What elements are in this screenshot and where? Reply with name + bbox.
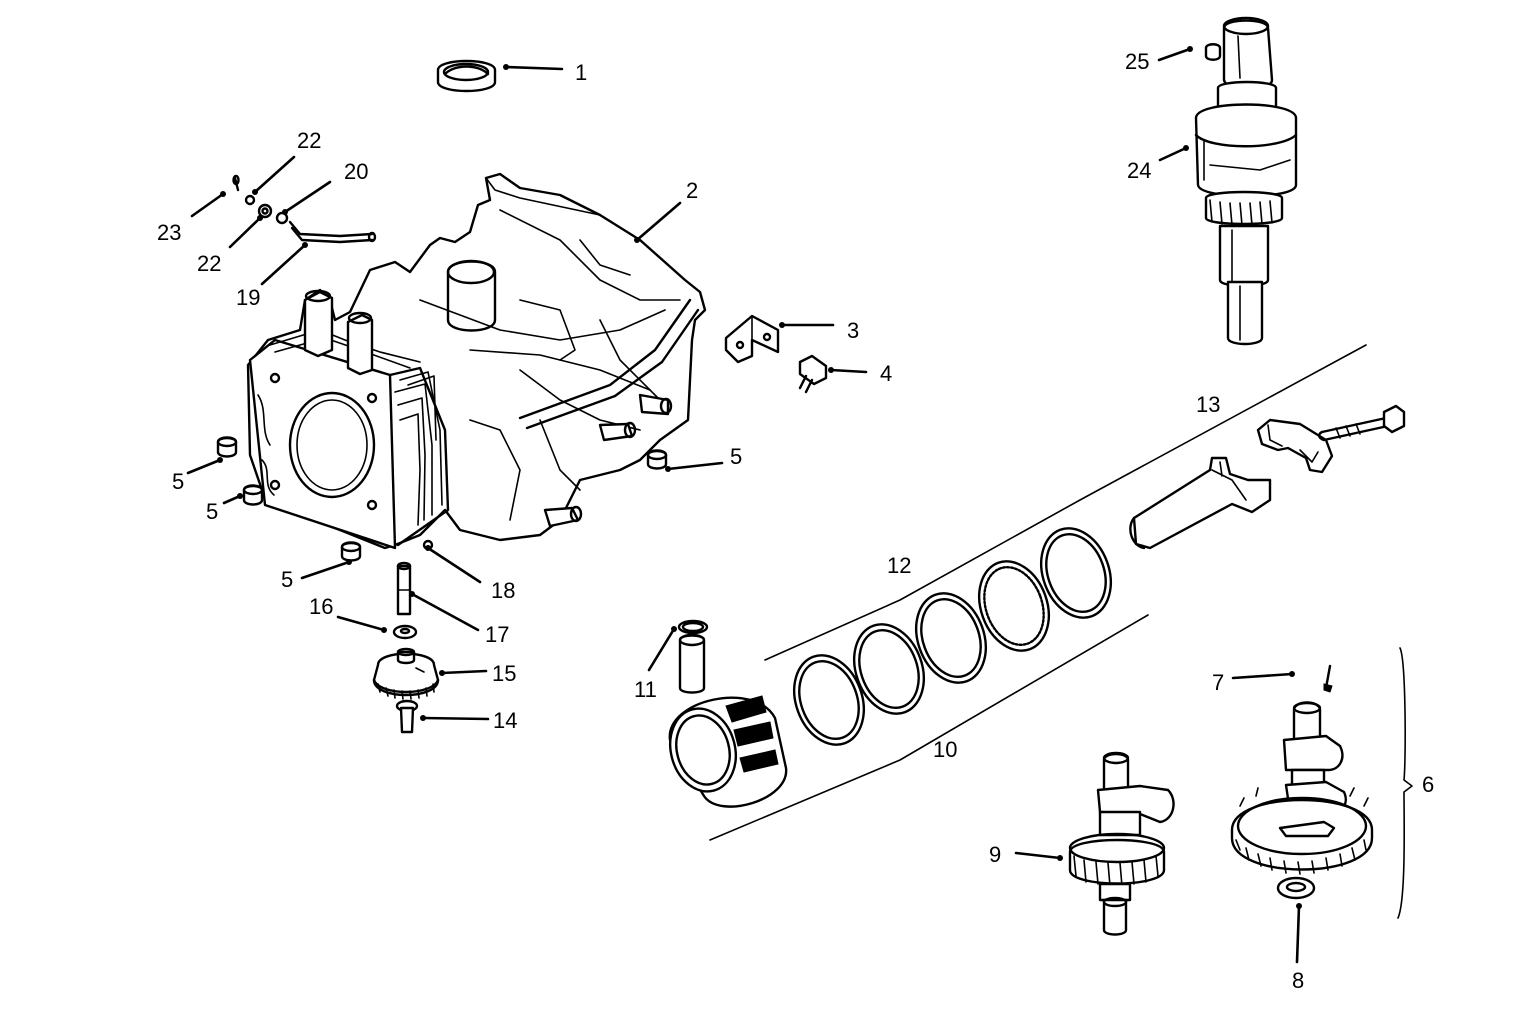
part-24-crankshaft <box>1194 16 1298 346</box>
callout-24: 24 <box>1127 158 1151 183</box>
callout-16: 16 <box>309 594 333 619</box>
callout-25: 25 <box>1125 49 1149 74</box>
group-lines <box>709 344 1367 841</box>
callout-17: 17 <box>485 622 509 647</box>
part-23-pin <box>232 174 240 192</box>
part-14-pin <box>395 699 419 734</box>
callout-5d: 5 <box>281 567 293 592</box>
callout-22b: 22 <box>197 251 221 276</box>
bushing-bottom <box>340 541 362 562</box>
callout-10: 10 <box>933 737 957 762</box>
ring-4 <box>978 560 1050 652</box>
part-17-shaft <box>396 561 412 616</box>
part-20-washer <box>275 211 289 225</box>
callout-18: 18 <box>491 578 515 603</box>
callout-5a: 5 <box>730 444 742 469</box>
part-9-camshaft <box>1068 751 1175 936</box>
callout-labels: 1 2 3 4 5 5 5 5 6 7 8 9 10 11 12 13 14 1… <box>157 49 1434 993</box>
part-13-connecting-rod <box>1129 456 1272 550</box>
part-12-piston-rings <box>793 527 1112 746</box>
part-4-screw <box>798 354 828 394</box>
callout-15: 15 <box>492 661 516 686</box>
callout-5b: 5 <box>172 469 184 494</box>
leader-lines <box>186 47 1301 964</box>
part-11-piston-pin <box>677 619 709 694</box>
group-6-bracket <box>1397 647 1413 919</box>
callout-7: 7 <box>1212 670 1224 695</box>
part-7-pin <box>1323 664 1333 693</box>
callout-9: 9 <box>989 842 1001 867</box>
callout-22a: 22 <box>297 128 321 153</box>
bushing-left-upper <box>216 436 238 458</box>
callout-19: 19 <box>236 285 260 310</box>
part-6-camshaft-assembly <box>1230 701 1374 875</box>
bushing-right <box>646 449 668 470</box>
part-25-key <box>1204 43 1222 61</box>
callout-20: 20 <box>344 159 368 184</box>
callout-11: 11 <box>634 677 657 702</box>
callout-14: 14 <box>493 708 517 733</box>
ring-2 <box>853 623 925 715</box>
ring-1 <box>793 654 865 746</box>
part-1-seal <box>436 59 497 93</box>
leader-dots <box>217 46 1302 909</box>
ring-5 <box>1040 527 1112 619</box>
part-13-rod-cap <box>1256 418 1334 474</box>
callout-2: 2 <box>686 178 698 203</box>
part-15-governor-gear <box>372 647 440 700</box>
part-2-crankcase <box>246 172 707 550</box>
callout-4: 4 <box>880 361 892 386</box>
callout-8: 8 <box>1292 968 1304 993</box>
callout-1: 1 <box>575 60 587 85</box>
callout-13: 13 <box>1196 392 1220 417</box>
part-19-breather-tube <box>288 220 377 244</box>
callout-6: 6 <box>1422 772 1434 797</box>
callout-5c: 5 <box>206 499 218 524</box>
callout-3: 3 <box>847 318 859 343</box>
part-13-rod-bolt <box>1318 404 1406 442</box>
part-3-bracket <box>724 314 780 364</box>
part-5-bushings <box>216 436 668 562</box>
part-16-washer <box>392 624 418 640</box>
bushing-left-lower <box>242 484 264 506</box>
part-10-piston <box>668 695 788 808</box>
part-22-nuts <box>244 194 273 219</box>
ring-3 <box>915 592 987 684</box>
callout-12: 12 <box>887 553 911 578</box>
callout-23: 23 <box>157 220 181 245</box>
part-8-washer <box>1276 876 1316 900</box>
